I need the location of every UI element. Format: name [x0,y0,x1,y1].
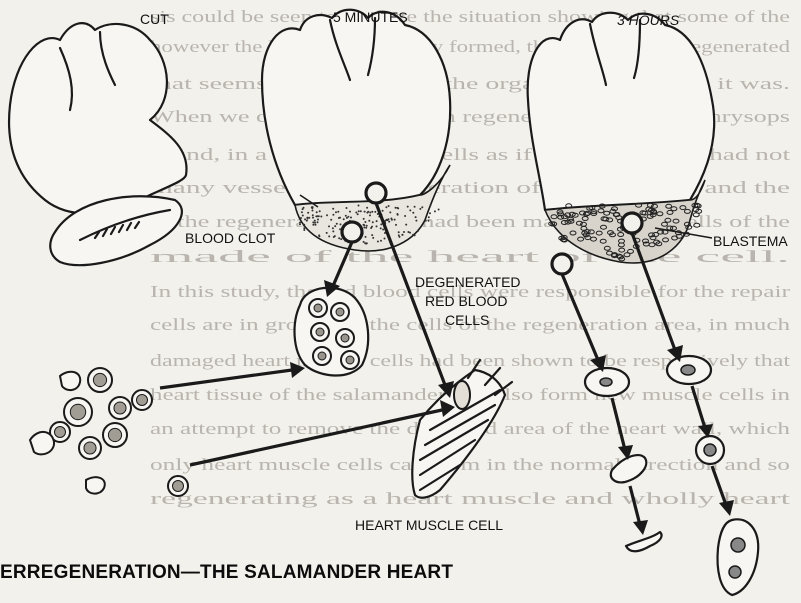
degenerated-fragment [626,532,662,551]
label-five-minutes: 5 MINUTES [333,9,408,25]
dividing-cell [718,519,759,595]
label-cut: CUT [140,11,169,27]
background-text-line: sis could be seen to analyze the situati… [150,7,790,26]
rbc-cluster [295,288,369,376]
label-degenerated-line1: DEGENERATED [415,274,521,290]
background-text-line: regenerating as a heart muscle and wholl… [150,489,791,508]
label-degenerated-line2: RED BLOOD [425,293,507,309]
heart-cut [9,23,186,265]
magnify-circle-clot-upper [366,183,386,203]
label-blastema: BLASTEMA [713,233,788,249]
background-text-line: in the regenerating tissue had been made… [150,212,790,231]
label-heart-muscle-cell: HEART MUSCLE CELL [355,517,503,533]
magnify-circle-clot-lower [342,222,362,242]
heart-three-hours [528,13,715,274]
figure-caption: ERREGENERATION—THE SALAMANDER HEART [0,562,453,583]
magnify-circle-blastema-upper [622,213,642,233]
label-blood-clot: BLOOD CLOT [185,230,276,246]
background-text-line: only heart muscle cells can form in the … [150,455,790,474]
background-text-line: made of the heart of the cell. [150,247,790,266]
magnify-circle-blastema-lower [552,254,572,274]
label-three-hours: 3 HOURS [617,12,680,28]
label-degenerated-line3: CELLS [445,312,489,328]
